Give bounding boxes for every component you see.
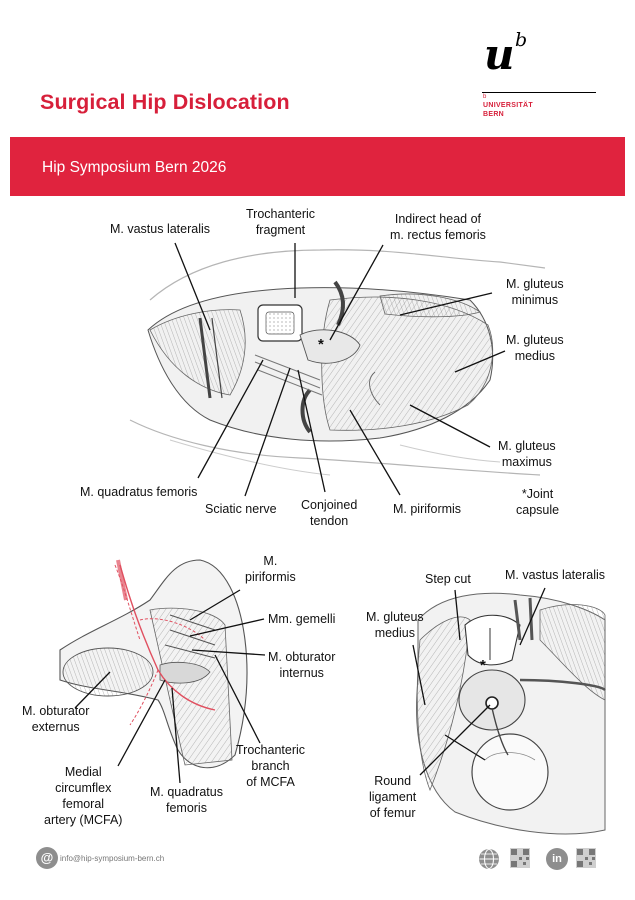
- label-gluteus-minimus: M. gluteus minimus: [506, 277, 564, 307]
- label-step-cut: Step cut: [425, 572, 471, 586]
- label-gluteus-medius-top: M. gluteus medius: [506, 333, 564, 363]
- linkedin-icon[interactable]: in: [546, 848, 568, 870]
- university-logo: u b b UNIVERSITÄT BERN: [482, 22, 602, 122]
- label-indirect-head: Indirect head of m. rectus femoris: [390, 212, 486, 242]
- label-quadratus-femoris-left: M. quadratus femoris: [150, 785, 223, 815]
- top-leader-lines: [174, 242, 506, 497]
- label-trochanteric-fragment: Trochanteric fragment: [246, 207, 316, 237]
- left-leader-lines: [74, 589, 266, 784]
- label-gluteus-medius-right: M. gluteus medius: [366, 610, 424, 640]
- top-dissection-figure: [129, 249, 546, 476]
- logo-rule: [482, 92, 596, 93]
- label-asterisk-top: *: [318, 336, 324, 353]
- footer-email[interactable]: info@hip-symposium-bern.ch: [60, 854, 165, 863]
- label-quadratus-femoris-top: M. quadratus femoris: [80, 485, 198, 499]
- logo-city: BERN: [483, 111, 505, 118]
- label-asterisk-right: *: [480, 657, 486, 674]
- logo-university: UNIVERSITÄT: [483, 102, 533, 109]
- label-mcfa: Medial circumflex femoral artery (MCFA): [44, 765, 123, 827]
- globe-icon[interactable]: [478, 848, 500, 870]
- label-round-ligament: Round ligament of femur: [369, 774, 417, 820]
- event-banner: Hip Symposium Bern 2026: [10, 137, 625, 196]
- label-obturator-externus: M. obturator externus: [22, 704, 90, 734]
- logo-letter: u: [484, 30, 515, 79]
- label-sciatic-nerve: Sciatic nerve: [205, 502, 277, 516]
- left-pelvis-figure: [59, 559, 248, 769]
- label-trochanteric-branch: Trochanteric branch of MCFA: [236, 743, 306, 789]
- right-dislocation-figure: [416, 592, 606, 835]
- label-vastus-lateralis-top: M. vastus lateralis: [110, 222, 211, 236]
- qr-code-left: [510, 848, 530, 868]
- label-vastus-lateralis-right: M. vastus lateralis: [505, 568, 606, 582]
- label-gluteus-maximus: M. gluteus maximus: [498, 439, 556, 469]
- label-conjoined-tendon: Conjoined tendon: [301, 498, 358, 528]
- qr-code-right: [576, 848, 596, 868]
- label-joint-capsule: *Joint capsule: [516, 487, 560, 517]
- banner-text: Hip Symposium Bern 2026: [42, 159, 227, 176]
- label-piriformis-top: M. piriformis: [393, 502, 462, 516]
- right-leader-lines: [412, 587, 546, 776]
- logo-small-b: b: [483, 94, 487, 100]
- email-icon[interactable]: @: [36, 847, 58, 869]
- label-gemelli: Mm. gemelli: [268, 612, 336, 626]
- page-title: Surgical Hip Dislocation: [40, 90, 290, 114]
- label-piriformis-left: M. piriformis: [245, 554, 296, 584]
- label-obturator-internus: M. obturator internus: [268, 650, 336, 680]
- logo-superscript: b: [515, 29, 528, 51]
